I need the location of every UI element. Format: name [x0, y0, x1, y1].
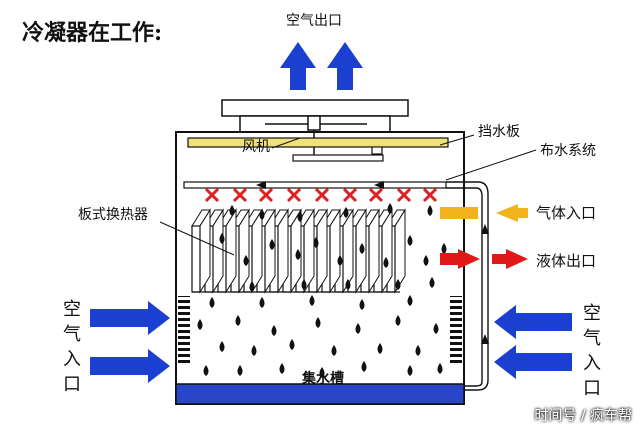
droplet-icon: [377, 343, 383, 354]
droplet-icon: [269, 239, 275, 250]
droplet-icon: [437, 363, 443, 374]
droplet-icon: [289, 339, 295, 350]
spray-nozzles: [204, 187, 438, 203]
droplet-icon: [359, 243, 365, 254]
flow-arrow-icon: [481, 334, 489, 344]
plate-exchanger-label: 板式换热器: [78, 207, 148, 223]
droplet-icon: [209, 297, 215, 308]
nozzle-x-icon: [204, 187, 220, 203]
droplet-icon: [415, 345, 421, 356]
flow-arrow-icon: [481, 224, 489, 234]
droplet-icon: [343, 207, 349, 218]
water-distribution-label: 布水系统: [540, 143, 596, 159]
droplet-icon: [237, 365, 243, 376]
droplet-icon: [309, 295, 315, 306]
baffle-label: 挡水板: [478, 124, 520, 140]
nozzle-x-icon: [232, 187, 248, 203]
right-air-grill: [450, 296, 462, 366]
droplet-icon: [219, 341, 225, 352]
water-return-pipe: [446, 181, 489, 391]
droplet-icon: [359, 299, 365, 310]
droplet-icon: [355, 323, 361, 334]
droplet-icon: [387, 203, 393, 214]
liquid-outlet-label: 液体出口: [536, 252, 597, 270]
droplet-icon: [441, 243, 447, 254]
gas-inlet-arrow-icon: [496, 204, 528, 222]
droplet-icon: [319, 367, 325, 378]
left-air-grill: [178, 296, 190, 366]
droplet-icon: [429, 277, 435, 288]
water-droplets: [197, 203, 447, 378]
fan-icon: [265, 115, 384, 162]
gas-inlet-pipe: [440, 207, 478, 219]
droplet-icon: [229, 205, 235, 216]
air-inlet-arrow-icon: [90, 349, 170, 383]
liquid-outlet-arrow-icon: [492, 249, 528, 269]
droplet-icon: [279, 363, 285, 374]
air-outlet-label: 空气出口: [286, 13, 342, 29]
nozzle-x-icon: [396, 187, 412, 203]
droplet-icon: [395, 315, 401, 326]
droplet-icon: [251, 345, 257, 356]
page-title: 冷凝器在工作:: [22, 20, 163, 46]
air-inlet-right-label: 空气入口: [583, 303, 601, 399]
droplet-icon: [197, 319, 203, 330]
air-inlet-arrow-icon: [494, 345, 572, 379]
droplet-icon: [259, 209, 265, 220]
droplet-icon: [249, 281, 255, 292]
exchanger-plate: [191, 208, 211, 294]
droplet-icon: [315, 317, 321, 328]
air-inlet-left-label: 空气入口: [63, 299, 81, 395]
liquid-outlet-arrow-icon: [440, 249, 480, 269]
droplet-icon: [433, 323, 439, 334]
air-inlet-arrow-icon: [90, 301, 170, 335]
droplet-icon: [235, 315, 241, 326]
water-tank-label: 集水槽: [302, 371, 344, 387]
droplet-icon: [407, 235, 413, 246]
droplet-icon: [345, 279, 351, 290]
droplet-icon: [427, 205, 433, 216]
droplet-icon: [271, 325, 277, 336]
droplet-icon: [383, 257, 389, 268]
nozzle-x-icon: [342, 187, 358, 203]
air-inlet-arrow-icon: [494, 305, 572, 339]
gas-inlet-label: 气体入口: [536, 204, 597, 222]
droplet-icon: [259, 297, 265, 308]
droplet-icon: [301, 279, 307, 290]
droplet-icon: [297, 211, 303, 222]
baffle-plate: [187, 137, 449, 148]
flow-arrow-icon: [374, 181, 384, 189]
water-collection-tank: [175, 383, 465, 405]
fan-label: 风机: [242, 139, 270, 155]
droplet-icon: [337, 255, 343, 266]
droplet-icon: [295, 249, 301, 260]
droplet-icon: [423, 255, 429, 266]
nozzle-x-icon: [368, 187, 384, 203]
nozzle-x-icon: [422, 187, 438, 203]
flow-arrows: [256, 181, 489, 344]
nozzle-x-icon: [258, 187, 274, 203]
droplet-icon: [243, 255, 249, 266]
nozzle-x-icon: [314, 187, 330, 203]
droplet-icon: [219, 233, 225, 244]
plate-heat-exchanger: [191, 208, 406, 294]
droplet-icon: [361, 361, 367, 372]
nozzle-x-icon: [286, 187, 302, 203]
droplet-icon: [203, 365, 209, 376]
droplet-icon: [407, 365, 413, 376]
flow-arrow-icon: [256, 181, 266, 189]
air-outlet-arrow-icon: [280, 42, 316, 90]
droplet-icon: [407, 295, 413, 306]
droplet-icon: [313, 237, 319, 248]
droplet-icon: [395, 279, 401, 290]
watermark: 时间号 / 疯车帮: [534, 408, 632, 424]
air-outlet-arrow-icon: [327, 42, 363, 90]
droplet-icon: [331, 345, 337, 356]
fan-housing: [221, 99, 409, 117]
water-distribution-pipe: [183, 181, 447, 189]
